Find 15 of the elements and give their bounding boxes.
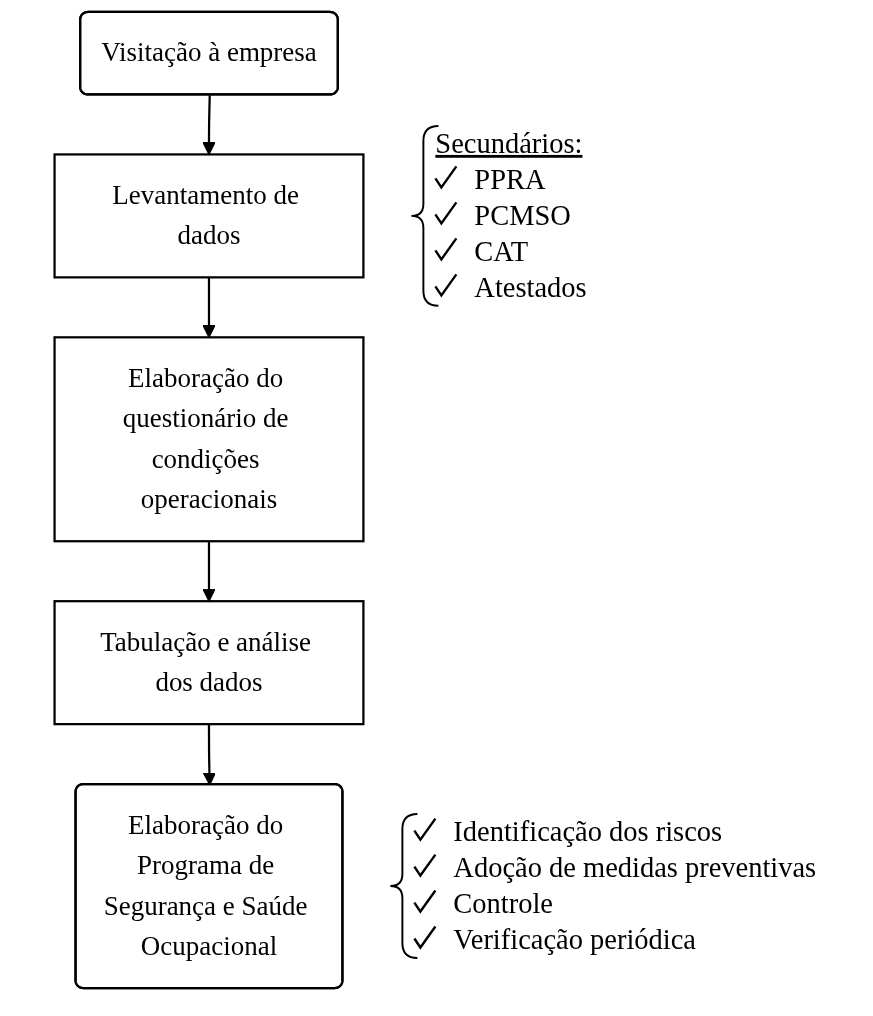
arrow bbox=[201, 277, 216, 338]
node-box: Elaboração do questionário de condições operacionais bbox=[52, 336, 365, 543]
node-box: Levantamento de dados bbox=[52, 153, 365, 279]
list-heading: Secundários: bbox=[434, 127, 582, 159]
list-item: Atestados bbox=[473, 271, 587, 303]
list-item: PPRA bbox=[473, 163, 546, 195]
arrow bbox=[201, 95, 216, 155]
list-item: CAT bbox=[473, 235, 528, 267]
arrow bbox=[201, 541, 216, 602]
list-item: Adoção de medidas preventivas bbox=[452, 852, 816, 884]
node-box: Tabulação e análise dos dados bbox=[52, 600, 365, 726]
list-item: PCMSO bbox=[473, 199, 571, 231]
list-item: Identificação dos riscos bbox=[452, 816, 722, 848]
list-item: Verificação periódica bbox=[452, 924, 696, 956]
list-item: Controle bbox=[452, 888, 553, 920]
